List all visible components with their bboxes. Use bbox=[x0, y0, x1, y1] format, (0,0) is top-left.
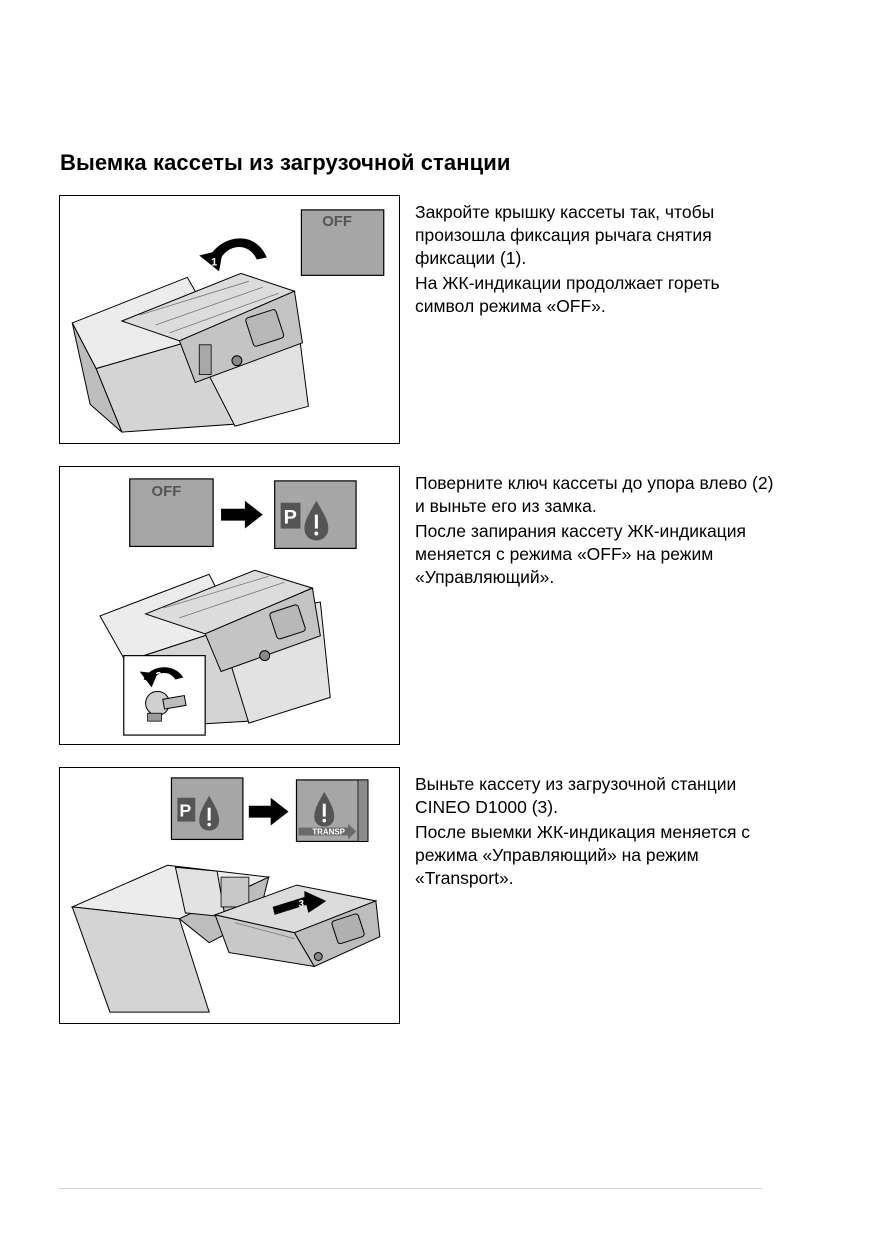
step-3-paragraph-2: После выемки ЖК-индикация меняется с реж… bbox=[415, 822, 751, 888]
step-2-paragraph-1: Поверните ключ кассеты до упора влево (2… bbox=[415, 473, 774, 516]
footer-divider bbox=[58, 1188, 762, 1189]
lcd-display-transport: TRANSP bbox=[295, 779, 369, 843]
lcd-display-control-mode: P bbox=[170, 777, 244, 841]
lcd-p-symbol: P bbox=[179, 801, 191, 821]
key-inset: 2 bbox=[123, 655, 206, 736]
transition-arrow-icon bbox=[248, 797, 289, 826]
lcd-display-control-mode: P bbox=[274, 480, 357, 550]
cassette bbox=[144, 569, 321, 673]
callout-number-1: 1 bbox=[211, 256, 217, 268]
step-1-illustration: OFF 1 bbox=[59, 195, 400, 444]
lcd-off-text: OFF bbox=[152, 484, 182, 500]
rotate-arrow-icon: 1 bbox=[199, 238, 267, 272]
loading-station bbox=[70, 864, 271, 1013]
step-2-text: Поверните ключ кассеты до упора влево (2… bbox=[415, 472, 775, 591]
step-2-paragraph-2: После запирания кассету ЖК-индикация мен… bbox=[415, 521, 747, 587]
step-1-text: Закройте крышку кассеты так, чтобы произ… bbox=[415, 201, 775, 320]
step-3-text: Выньте кассету из загрузочной станции CI… bbox=[415, 773, 775, 892]
cassette-lock-key-drawing: OFF P bbox=[99, 478, 357, 736]
cassette: 3 bbox=[213, 884, 381, 968]
pull-out-arrow-icon bbox=[272, 891, 327, 915]
callout-number-3: 3 bbox=[298, 899, 304, 910]
lcd-p-symbol: P bbox=[284, 507, 297, 529]
lcd-display-off: OFF bbox=[129, 478, 214, 548]
step-3-illustration: P TRANSP bbox=[59, 767, 400, 1024]
step-1-paragraph-2: На ЖК-индикации продолжает гореть символ… bbox=[415, 273, 720, 316]
lcd-off-text: OFF bbox=[322, 214, 352, 230]
cassette bbox=[120, 272, 303, 384]
transition-arrow-icon bbox=[221, 500, 263, 529]
cassette-close-lid-drawing: OFF 1 bbox=[71, 209, 385, 433]
lcd-display-off: OFF bbox=[300, 209, 385, 276]
step-1-paragraph-1: Закройте крышку кассеты так, чтобы произ… bbox=[415, 202, 715, 268]
cassette-remove-drawing: P TRANSP bbox=[70, 777, 381, 1013]
callout-number-2: 2 bbox=[156, 670, 162, 682]
page-title: Выемка кассеты из загрузочной станции bbox=[60, 150, 511, 175]
step-3-paragraph-1: Выньте кассету из загрузочной станции CI… bbox=[415, 774, 737, 817]
lcd-transport-text: TRANSP bbox=[312, 827, 345, 836]
step-2-illustration: OFF P bbox=[59, 466, 400, 745]
